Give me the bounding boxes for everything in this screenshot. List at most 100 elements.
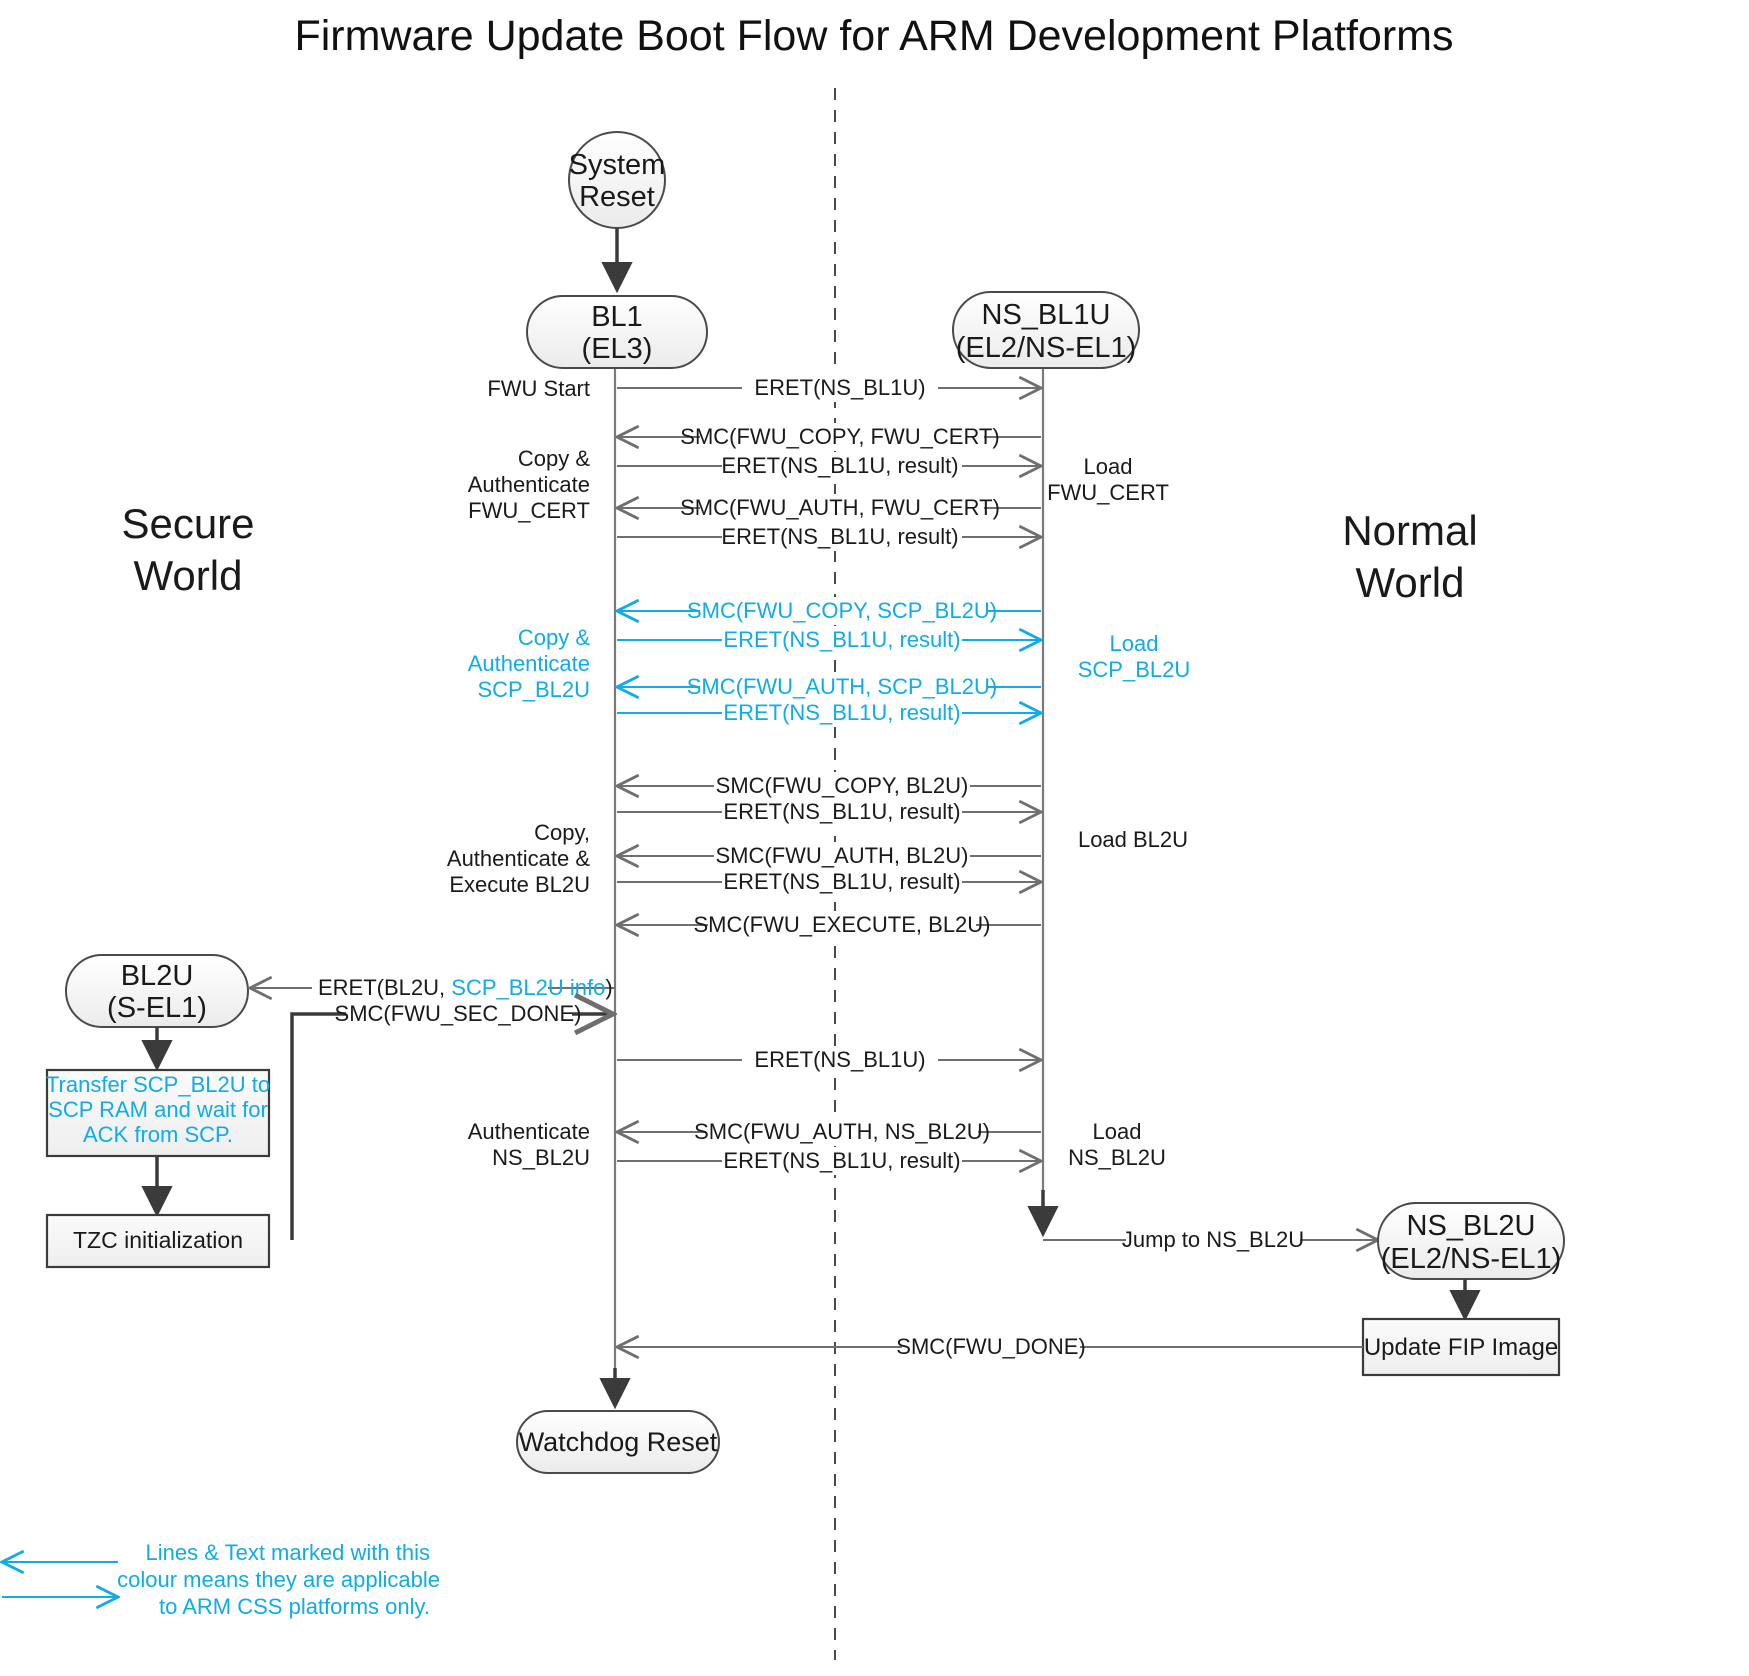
annotation-line: Load (1110, 631, 1159, 656)
annotation-line: Authenticate & (447, 846, 590, 871)
message-label: SMC(FWU_AUTH, BL2U) (715, 843, 968, 868)
ns-bl1u-line1: NS_BL1U (982, 299, 1111, 331)
node-transfer-scp-bl2u-box[interactable]: Transfer SCP_BL2U to SCP RAM and wait fo… (45, 1068, 271, 1158)
node-update-fip-image[interactable]: Update FIP Image (1361, 1317, 1561, 1377)
annotation-load-bl2u: Load BL2U (1078, 827, 1188, 852)
message-m19: SMC(FWU_DONE) (617, 1333, 1363, 1361)
annotation-line: Copy & (518, 625, 590, 650)
bl2u-line1: BL2U (121, 960, 194, 992)
message-label: SMC(FWU_DONE) (896, 1334, 1085, 1359)
annotation-line: Authenticate (468, 1119, 590, 1144)
legend-line3: to ARM CSS platforms only. (159, 1594, 430, 1619)
message-m16: SMC(FWU_AUTH, NS_BL2U) (617, 1118, 1041, 1146)
ns-bl1u-line2: (EL2/NS-EL1) (956, 332, 1137, 364)
annotation-load-scp-bl2u: Load SCP_BL2U (1078, 631, 1191, 682)
node-tzc-initialization-box[interactable]: TZC initialization (45, 1213, 271, 1269)
annotation-line: SCP_BL2U (1078, 657, 1191, 682)
message-label: ERET(NS_BL1U) (754, 375, 925, 400)
annotation-line: Load BL2U (1078, 827, 1188, 852)
message-label: Jump to NS_BL2U (1122, 1227, 1304, 1252)
transfer-box-line3: ACK from SCP. (83, 1122, 233, 1147)
message-label: ERET(NS_BL1U, result) (723, 869, 960, 894)
eret-bl2u-label-group: ERET(BL2U, SCP_BL2U info) (318, 975, 613, 1000)
label-backdrop (714, 772, 970, 800)
node-ns-bl2u[interactable]: NS_BL2U (EL2/NS-EL1) (1377, 1202, 1565, 1280)
label-backdrop (346, 1000, 572, 1028)
message-label: ERET(NS_BL1U, result) (723, 799, 960, 824)
normal-world-line1: Normal (1342, 507, 1477, 554)
message-label: SMC(FWU_EXECUTE, BL2U) (693, 912, 990, 937)
message-m13: ERET(NS_BL1U, result) (617, 868, 1041, 896)
eret-prefix: ERET(BL2U, (318, 975, 451, 1000)
label-backdrop (700, 673, 986, 701)
node-watchdog-reset[interactable]: Watchdog Reset (516, 1410, 720, 1474)
message-m4: SMC(FWU_AUTH, FWU_CERT) (617, 494, 1041, 522)
message-m18: Jump to NS_BL2U (1043, 1226, 1378, 1254)
message-label: SMC(FWU_COPY, FWU_CERT) (680, 424, 999, 449)
transfer-box-line1: Transfer SCP_BL2U to (46, 1072, 270, 1097)
message-m10: SMC(FWU_COPY, BL2U) (617, 772, 1041, 800)
node-bl1[interactable]: BL1 (EL3) (526, 295, 708, 369)
annotation-line: Execute BL2U (449, 872, 590, 897)
label-backdrop (700, 597, 986, 625)
node-bl2u[interactable]: BL2U (S-EL1) (65, 954, 249, 1028)
message-label: SMC(FWU_AUTH, SCP_BL2U) (687, 674, 997, 699)
annotation-line: Load (1084, 454, 1133, 479)
annotation-line: SCP_BL2U (477, 677, 590, 702)
label-backdrop (700, 494, 984, 522)
annotation-line: Authenticate (468, 651, 590, 676)
eret-suffix: ) (605, 975, 612, 1000)
message-label: ERET(NS_BL1U, result) (723, 627, 960, 652)
annotation-copy-auth-exec-bl2u: Copy, Authenticate & Execute BL2U (447, 820, 590, 897)
label-backdrop (742, 374, 938, 402)
secure-world-line2: World (134, 552, 243, 599)
normal-world-label: Normal World (1342, 507, 1477, 606)
eret-css-part: SCP_BL2U info (451, 975, 605, 1000)
annotation-authenticate-ns-bl2u: Authenticate NS_BL2U (468, 1119, 590, 1170)
message-label: ERET(NS_BL1U, result) (721, 524, 958, 549)
label-backdrop (706, 1118, 978, 1146)
message-m9: ERET(NS_BL1U, result) (617, 699, 1041, 727)
node-system-reset[interactable]: System Reset (568, 131, 666, 229)
annotation-line: NS_BL2U (492, 1145, 590, 1170)
annotation-line: Copy & (518, 446, 590, 471)
annotation-fwu-start: FWU Start (487, 376, 590, 401)
annotation-load-fwu-cert: Load FWU_CERT (1047, 454, 1169, 505)
message-m8: SMC(FWU_AUTH, SCP_BL2U) (617, 673, 1041, 701)
annotation-line: Authenticate (468, 472, 590, 497)
annotation-line: FWU Start (487, 376, 590, 401)
message-m3: ERET(NS_BL1U, result) (617, 452, 1041, 480)
ns-bl2u-line1: NS_BL2U (1407, 1210, 1536, 1242)
bl1-line2: (EL3) (582, 333, 653, 365)
message-label: ERET(NS_BL1U) (754, 1047, 925, 1072)
message-label: SMC(FWU_COPY, BL2U) (716, 773, 969, 798)
smc-sec-done-label: SMC(FWU_SEC_DONE) (335, 1001, 582, 1026)
annotation-copy-auth-fwu-cert: Copy & Authenticate FWU_CERT (468, 446, 591, 523)
message-m12: SMC(FWU_AUTH, BL2U) (617, 842, 1041, 870)
label-backdrop (722, 798, 962, 826)
system-reset-line2: Reset (579, 181, 655, 213)
legend: Lines & Text marked with this colour mea… (2, 1540, 440, 1619)
label-backdrop (700, 423, 984, 451)
node-ns-bl1u[interactable]: NS_BL1U (EL2/NS-EL1) (952, 291, 1140, 369)
message-label: SMC(FWU_COPY, SCP_BL2U) (687, 598, 997, 623)
message-m17: ERET(NS_BL1U, result) (617, 1147, 1041, 1175)
label-backdrop (708, 911, 976, 939)
message-m7: ERET(NS_BL1U, result) (617, 626, 1041, 654)
message-label: SMC(FWU_AUTH, FWU_CERT) (680, 495, 1000, 520)
legend-line1: Lines & Text marked with this (146, 1540, 431, 1565)
annotation-copy-auth-scp-bl2u: Copy & Authenticate SCP_BL2U (468, 625, 591, 702)
bl1-line1: BL1 (591, 301, 643, 333)
label-backdrop (312, 974, 548, 1002)
label-backdrop (722, 868, 962, 896)
label-backdrop (722, 699, 962, 727)
system-reset-line1: System (569, 149, 666, 181)
legend-line2: colour means they are applicable (117, 1567, 440, 1592)
annotation-load-ns-bl2u: Load NS_BL2U (1068, 1119, 1166, 1170)
message-m11: ERET(NS_BL1U, result) (617, 798, 1041, 826)
message-label: ERET(NS_BL1U, result) (721, 453, 958, 478)
message-eret-bl2u: ERET(BL2U, SCP_BL2U info) (250, 974, 615, 1002)
message-m14: SMC(FWU_EXECUTE, BL2U) (617, 911, 1041, 939)
